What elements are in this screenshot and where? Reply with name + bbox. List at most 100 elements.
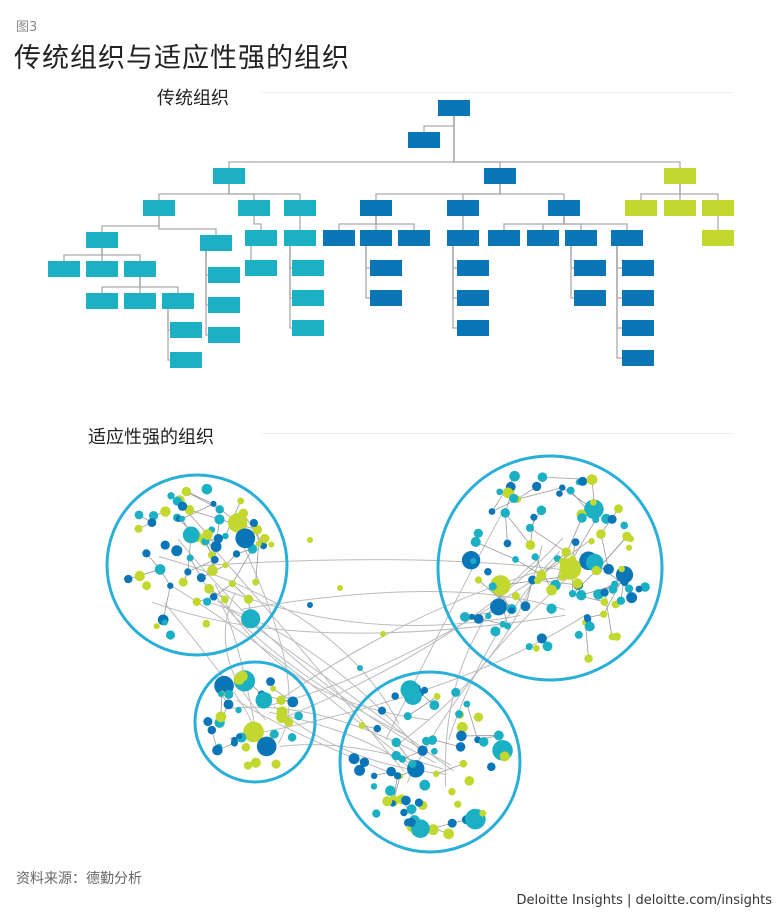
team-circle [436,454,664,682]
network-node [210,500,217,507]
org-box-blue [457,260,489,276]
link [475,541,516,560]
network-node [359,757,370,767]
network-node [124,574,133,584]
network-node [427,824,439,836]
network-node [238,508,249,519]
network-node [210,555,219,564]
org-box-teal [292,260,324,276]
network-node [408,759,417,768]
org-box-teal [170,352,202,368]
network-node [478,737,489,747]
connector [453,116,681,168]
network-node [209,593,218,601]
network-node [470,536,481,547]
network-node [202,529,213,540]
network-node [203,717,213,727]
network-node [385,785,396,797]
cross-link [229,614,587,739]
network-node [241,609,261,629]
network-node [493,730,504,741]
network-node [237,497,245,505]
cross-link [152,601,566,634]
network-node [260,533,270,544]
network-node [455,710,463,719]
network-node [536,633,547,644]
network-node [640,582,650,592]
org-box-blue [548,200,580,216]
network-node [406,817,416,827]
network-node [520,601,531,612]
link [181,503,214,520]
connector [101,248,141,261]
network-node [591,565,602,576]
org-box-teal [162,293,194,309]
network-node [432,770,440,778]
network-node [599,610,608,618]
org-box-teal [86,261,118,277]
network-node [473,712,484,722]
network-node [224,689,234,700]
network-node [142,581,152,591]
network-node [584,621,595,632]
connector [679,184,719,200]
team-circle [193,660,317,784]
network-node [509,470,520,482]
org-box-blue [484,168,516,184]
network-node [578,476,588,486]
org-box-blue [360,230,392,246]
network-node [464,775,475,786]
network-node [406,804,417,815]
network-node [337,585,343,591]
network-node [370,783,378,790]
org-box-blue [398,230,430,246]
network-node [627,535,635,543]
link [572,519,597,560]
network-node [271,759,281,769]
network-node [600,588,609,597]
network-node [148,511,159,521]
org-box-blue [565,230,597,246]
network-node [504,622,512,630]
adaptive-heading: 适应性强的组织 [88,427,214,448]
org-box-teal [284,230,316,246]
network-node [401,795,411,806]
network-node [147,518,157,528]
org-box-teal [143,200,175,216]
org-box-blue [447,230,479,246]
network-node [167,492,175,500]
brand-footer: Deloitte Insights | deloitte.com/insight… [516,893,772,908]
link [504,512,508,544]
network-node [403,712,412,721]
network-node [398,755,406,763]
network-node [210,541,222,552]
network-node [243,594,254,604]
network-node [167,582,174,589]
network-node [134,510,144,520]
network-node [207,565,218,576]
network-node [252,578,260,586]
nodes [124,470,650,840]
connector [452,246,457,329]
network-node [178,577,188,587]
org-box-teal [213,168,245,184]
network-node [531,553,539,561]
network-node [443,828,455,840]
link [541,551,567,576]
network-node [214,514,225,525]
cross-link [236,699,404,779]
org-box-blue [457,290,489,306]
network-node [391,750,401,761]
network-node [427,736,437,745]
network-node [592,516,600,524]
network-node [433,692,441,700]
network-node [241,742,251,752]
network-node [230,739,238,747]
connector [289,246,292,329]
network-node [249,518,258,528]
network-node [207,725,217,735]
network-node [212,744,223,756]
network-node [430,747,438,755]
network-node [556,490,563,497]
network-node [588,538,595,545]
